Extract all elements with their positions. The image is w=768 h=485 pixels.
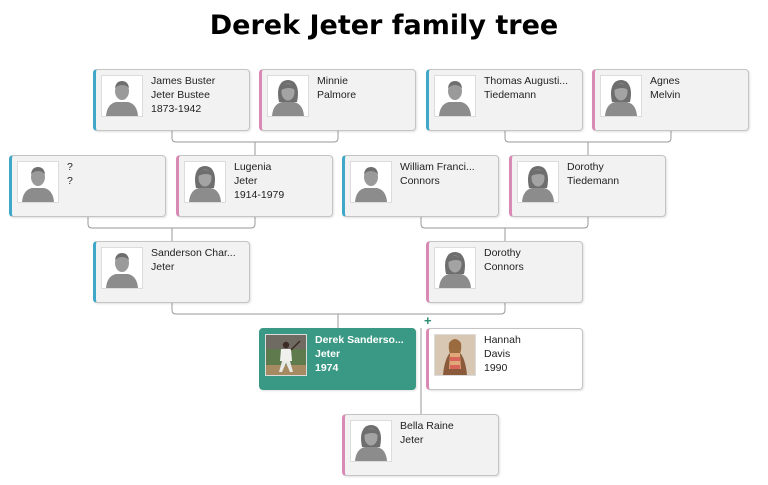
person-card-unknown[interactable]: ? ? [9,155,166,217]
life-dates: 1974 [315,362,339,374]
first-name: Lugenia [234,161,272,173]
connector-james-minnie [171,130,339,143]
female-avatar-icon [184,161,226,203]
woman-photo [434,334,476,376]
first-name: Agnes [650,75,680,87]
person-card-dorothy-tiedemann[interactable]: Dorothy Tiedemann [509,155,666,217]
page-title: Derek Jeter family tree [209,10,559,41]
last-name: Palmore [317,89,357,101]
male-avatar-icon [101,247,143,289]
last-name: Melvin [650,89,681,101]
life-dates: 1914-1979 [234,189,285,201]
male-avatar-icon [434,75,476,117]
last-name: ? [67,175,73,187]
last-name: Tiedemann [484,89,537,101]
person-card-sanderson[interactable]: Sanderson Char... Jeter [93,241,250,303]
life-dates: 1873-1942 [151,103,202,115]
person-card-lugenia[interactable]: Lugenia Jeter 1914-1979 [176,155,333,217]
first-name: Bella Raine [400,420,454,432]
male-avatar-icon [350,161,392,203]
person-card-hannah[interactable]: Hannah Davis 1990 [426,328,583,390]
last-name: Jeter [151,261,175,273]
connector-unknown-lugenia [87,216,256,229]
connector-parents [171,302,506,315]
last-name: Connors [484,261,524,273]
person-card-james-buster[interactable]: James Buster Jeter Bustee 1873-1942 [93,69,250,131]
last-name: Connors [400,175,440,187]
first-name: William Franci... [400,161,475,173]
female-avatar-icon [267,75,309,117]
person-card-bella[interactable]: Bella Raine Jeter [342,414,499,476]
first-name: Dorothy [567,161,604,173]
person-card-derek-focus[interactable]: Derek Sanderso... Jeter 1974 [259,328,416,390]
first-name: Minnie [317,75,348,87]
female-avatar-icon [434,247,476,289]
first-name: Derek Sanderso... [315,334,404,346]
person-card-dorothy-connors[interactable]: Dorothy Connors [426,241,583,303]
person-card-agnes[interactable]: Agnes Melvin [592,69,749,131]
connector-william-dorothy [420,216,589,229]
male-avatar-icon [17,161,59,203]
female-avatar-icon [350,420,392,462]
last-name: Jeter Bustee [151,89,210,101]
first-name: ? [67,161,73,173]
life-dates: 1990 [484,362,508,374]
baseball-player-photo [265,334,307,376]
first-name: James Buster [151,75,216,87]
person-card-william[interactable]: William Franci... Connors [342,155,499,217]
person-card-thomas[interactable]: Thomas Augusti... Tiedemann [426,69,583,131]
first-name: Sanderson Char... [151,247,236,259]
connector-thomas-agnes [504,130,672,143]
last-name: Tiedemann [567,175,620,187]
male-avatar-icon [101,75,143,117]
first-name: Dorothy [484,247,521,259]
add-person-icon[interactable]: + [424,313,432,328]
first-name: Hannah [484,334,521,346]
last-name: Jeter [315,348,341,360]
person-card-minnie[interactable]: Minnie Palmore [259,69,416,131]
female-avatar-icon [600,75,642,117]
last-name: Jeter [234,175,258,187]
first-name: Thomas Augusti... [484,75,569,87]
female-avatar-icon [517,161,559,203]
last-name: Davis [484,348,511,360]
last-name: Jeter [400,434,424,446]
